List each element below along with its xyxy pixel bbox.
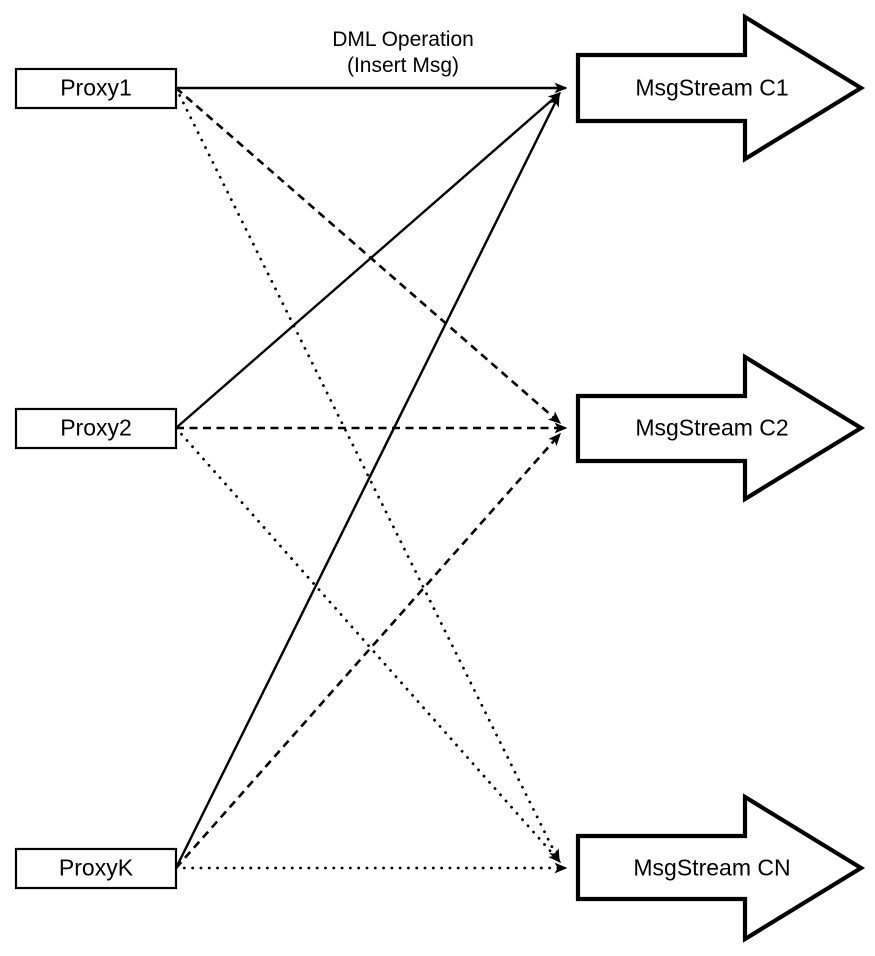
stream-label: MsgStream CN — [633, 855, 790, 881]
proxy-label: Proxy2 — [60, 415, 132, 441]
link-line — [174, 93, 561, 869]
proxy-node-proxy2[interactable]: Proxy2 — [14, 407, 178, 450]
stream-label: MsgStream C1 — [635, 75, 788, 101]
edge-label-line2: (Insert Msg) — [347, 54, 459, 77]
stream-node-msgstream-c1[interactable]: MsgStream C1 — [575, 13, 866, 163]
link-proxy1-to-cn[interactable] — [174, 86, 561, 863]
link-proxyk-to-c2[interactable] — [175, 432, 561, 869]
link-proxy1-to-c2[interactable] — [175, 87, 562, 424]
stream-node-msgstream-c2[interactable]: MsgStream C2 — [575, 353, 866, 503]
link-group — [174, 82, 568, 874]
link-line — [175, 92, 562, 429]
stream-node-msgstream-cn[interactable]: MsgStream CN — [575, 793, 866, 943]
link-line — [175, 87, 562, 424]
proxy-box — [14, 67, 178, 110]
block-arrow-icon — [575, 353, 866, 503]
link-proxy2-to-cn[interactable] — [174, 426, 562, 864]
proxy-box — [14, 847, 178, 890]
block-arrow-icon — [575, 793, 866, 943]
link-proxy2-to-c1[interactable] — [175, 92, 562, 429]
stream-label: MsgStream C2 — [635, 415, 788, 441]
edge-label-dml-operation: DML Operation (Insert Msg) — [332, 28, 474, 77]
proxy-node-proxyk[interactable]: ProxyK — [14, 847, 178, 890]
proxy-label: Proxy1 — [60, 75, 132, 101]
proxy-group: Proxy1 Proxy2 ProxyK — [14, 67, 178, 890]
link-line — [175, 432, 561, 869]
stream-group: MsgStream C1 MsgStream C2 MsgStream CN — [575, 13, 866, 943]
proxy-label: ProxyK — [59, 855, 134, 881]
link-proxyk-to-c1[interactable] — [174, 93, 561, 869]
block-arrow-icon — [575, 13, 866, 163]
edge-label-line1: DML Operation — [332, 28, 474, 51]
link-line — [174, 86, 561, 863]
link-line — [174, 426, 562, 864]
proxy-node-proxy1[interactable]: Proxy1 — [14, 67, 178, 110]
proxy-box — [14, 407, 178, 450]
